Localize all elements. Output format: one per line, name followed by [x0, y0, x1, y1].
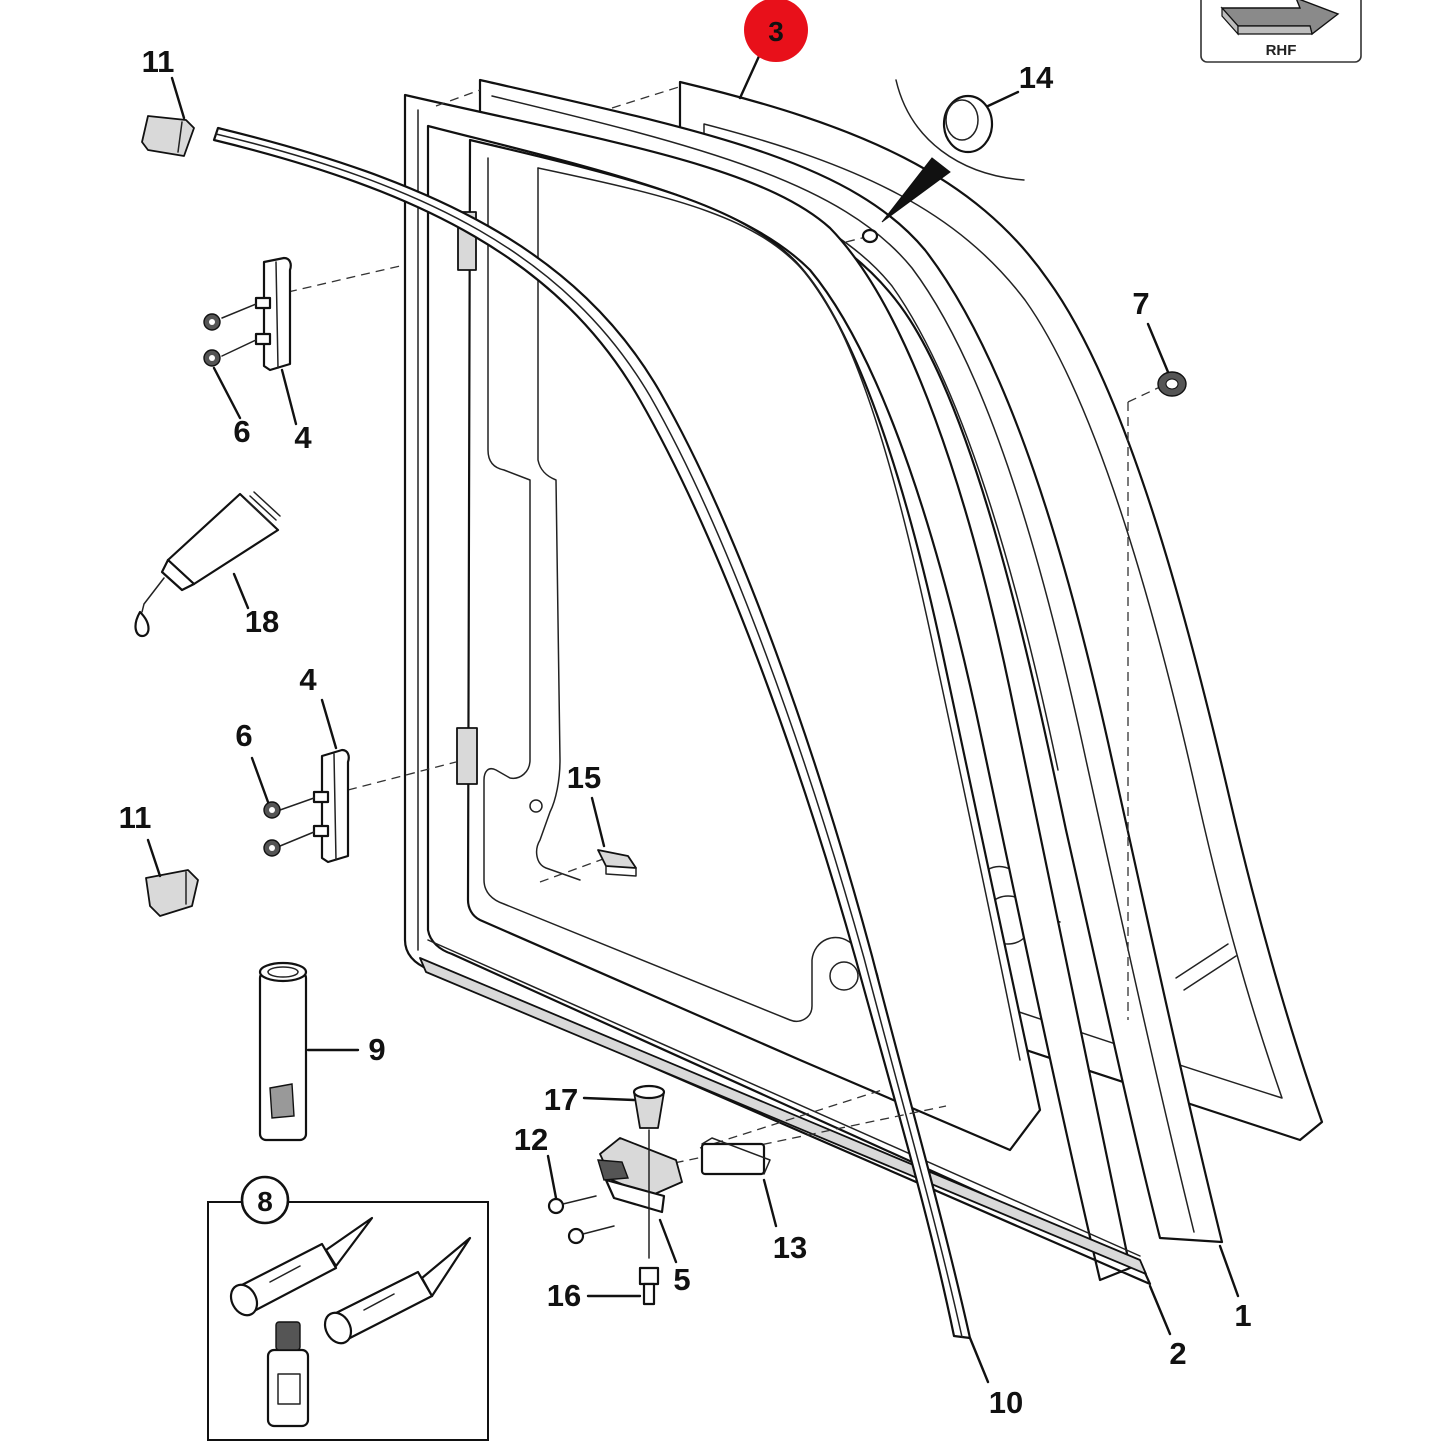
knob-part-17 [632, 1084, 666, 1129]
latch-part-5 [597, 1129, 771, 1259]
callout-8-marker[interactable]: 8 [240, 1175, 290, 1225]
clip-part-11-upper [141, 115, 195, 157]
callout-17[interactable]: 17 [544, 1082, 578, 1117]
callout-labels: 1 2 4 4 5 6 6 7 9 10 11 11 12 13 14 15 1… [119, 44, 1252, 1420]
pad-part-15 [597, 849, 637, 877]
callout-6-upper[interactable]: 6 [233, 414, 250, 449]
cartridge-part-9 [258, 961, 308, 1142]
leader-lines [146, 52, 1240, 1384]
callout-8: 8 [257, 1186, 273, 1217]
orientation-badge: RHF [1200, 0, 1362, 63]
arrow-right-icon [1220, 0, 1340, 36]
callout-14[interactable]: 14 [1019, 60, 1054, 95]
hinge-part-4-upper [221, 256, 292, 372]
highlight-circle [744, 0, 808, 62]
orientation-badge-text: RHF [1266, 42, 1297, 59]
nuts-part-6-upper [203, 313, 221, 367]
callout-11-upper[interactable]: 11 [142, 44, 175, 79]
callout-5[interactable]: 5 [673, 1262, 690, 1297]
detail-cone [861, 79, 1025, 244]
callout-13[interactable]: 13 [773, 1230, 807, 1265]
callout-2[interactable]: 2 [1169, 1336, 1186, 1371]
hinge-part-4-lower [279, 748, 350, 864]
callout-16[interactable]: 16 [547, 1278, 581, 1313]
bolt-part-16 [638, 1266, 660, 1306]
callout-12[interactable]: 12 [514, 1122, 548, 1157]
assembly-lines [287, 85, 1163, 1167]
callout-15[interactable]: 15 [567, 760, 601, 795]
callout-3: 3 [768, 16, 784, 47]
cap-part-14 [942, 94, 994, 154]
callout-10[interactable]: 10 [989, 1385, 1023, 1420]
sealant-kit-part-8 [207, 1201, 489, 1441]
grommet-part-7 [1157, 371, 1187, 397]
callout-7[interactable]: 7 [1132, 286, 1149, 321]
callout-4-upper[interactable]: 4 [294, 420, 312, 455]
callout-6-lower[interactable]: 6 [235, 718, 252, 753]
callout-4-lower[interactable]: 4 [299, 662, 317, 697]
callout-3-marker[interactable]: 3 [744, 0, 808, 62]
clip-part-11-lower [145, 869, 199, 917]
callout-9[interactable]: 9 [368, 1032, 385, 1067]
adhesive-tube-part-18 [134, 491, 281, 638]
callout-18[interactable]: 18 [245, 604, 279, 639]
callout-11-lower[interactable]: 11 [119, 800, 152, 835]
screws-part-12 [547, 1195, 615, 1245]
callout-1[interactable]: 1 [1234, 1298, 1251, 1333]
nuts-part-6-lower [263, 801, 281, 857]
